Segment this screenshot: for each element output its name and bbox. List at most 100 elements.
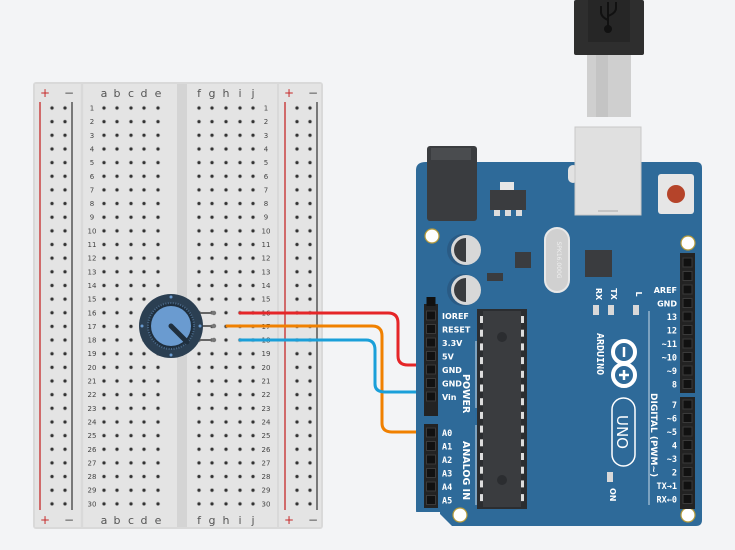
hole-center (142, 243, 146, 246)
usb-cable[interactable] (574, 0, 644, 117)
digital-pin[interactable] (682, 271, 693, 281)
rail-hole-center (295, 188, 299, 192)
digital-pin[interactable] (682, 399, 693, 410)
power-pin[interactable] (426, 378, 436, 388)
digital-pin[interactable] (682, 284, 693, 295)
power-pin[interactable] (426, 310, 436, 321)
dc-power-jack[interactable] (427, 146, 477, 221)
rail-hole-center (50, 174, 54, 178)
power-pin[interactable] (426, 324, 436, 334)
analog-pin[interactable] (426, 427, 436, 438)
hole-center (251, 488, 255, 492)
digital-pin[interactable] (682, 338, 693, 349)
rail-minus-label: − (64, 513, 74, 527)
digital-pin[interactable] (682, 325, 693, 335)
wire-5v[interactable] (238, 311, 434, 367)
power-pin[interactable] (426, 351, 436, 361)
row-number: 23 (88, 405, 97, 413)
hole-center (251, 475, 255, 479)
row-number: 26 (88, 446, 97, 454)
hole-center (142, 120, 146, 124)
rail-hole-center (295, 229, 299, 233)
hole-center (156, 188, 160, 192)
hole-center (142, 106, 146, 110)
chip-pins (480, 316, 524, 502)
analog-pin[interactable] (426, 468, 436, 478)
digital-pin[interactable] (682, 365, 693, 376)
rail-hole-center (50, 229, 54, 233)
digital-pin[interactable] (682, 453, 693, 464)
digital-pin[interactable] (682, 257, 693, 268)
analog-pin[interactable] (426, 454, 436, 465)
rail-hole-center (50, 447, 54, 451)
hole-center (238, 365, 242, 369)
hole-center (129, 133, 133, 137)
hole-center (197, 174, 201, 178)
crystal-label: SPK16.000G (555, 241, 562, 278)
arduino-uno[interactable]: SPK16.000G RX TX L ON ARDUINO UNO (416, 126, 702, 526)
digital-pin[interactable] (682, 379, 693, 389)
digital-pin[interactable] (682, 480, 693, 491)
digital-pin[interactable] (682, 494, 693, 504)
chip-dot (497, 475, 507, 485)
hole-center (224, 311, 228, 315)
reset-button[interactable] (667, 185, 685, 203)
digital-pin[interactable] (682, 426, 693, 437)
wire-a0[interactable] (225, 324, 434, 434)
analog-pin[interactable] (426, 495, 436, 505)
hole-center (102, 365, 106, 369)
power-pin[interactable] (426, 297, 436, 306)
usb-port[interactable] (574, 126, 642, 216)
chip-pin (480, 480, 483, 488)
hole-center (224, 406, 228, 410)
analog-pin-label: A3 (442, 470, 452, 480)
hole-center (224, 488, 228, 492)
power-pin[interactable] (426, 364, 436, 375)
digital-pin[interactable] (682, 298, 693, 308)
row-number: 30 (262, 500, 271, 508)
rail-hole-center (50, 352, 54, 356)
analog-pin[interactable] (426, 481, 436, 492)
hole-center (156, 270, 160, 274)
digital-pin[interactable] (682, 440, 693, 450)
hole-center (224, 120, 228, 124)
hole-center (197, 161, 201, 165)
rail-hole-center (308, 488, 312, 492)
column-label: d (141, 514, 148, 527)
hole-center (197, 243, 201, 246)
analog-pin[interactable] (426, 441, 436, 451)
row-number: 1 (90, 105, 94, 113)
hole-center (210, 393, 214, 397)
rail-hole-center (50, 311, 54, 315)
wire-gnd[interactable] (238, 338, 434, 394)
rail-hole-center (50, 393, 54, 397)
rail-hole-center (50, 475, 54, 479)
mounting-hole (424, 228, 440, 244)
hole-center (142, 352, 146, 356)
mounting-hole (680, 235, 696, 251)
header-pins (426, 257, 693, 505)
digital-pin[interactable] (682, 467, 693, 477)
hole-center (129, 106, 133, 110)
chip-pin (521, 343, 524, 351)
digital-pin[interactable] (682, 311, 693, 322)
digital-pin[interactable] (682, 413, 693, 423)
power-pin[interactable] (426, 391, 436, 402)
chip-pin (521, 384, 524, 392)
rail-hole-center (308, 352, 312, 356)
hole-center (210, 270, 214, 274)
hole-center (210, 188, 214, 192)
hole-center (142, 461, 146, 465)
potentiometer[interactable] (139, 294, 217, 358)
hole-center (156, 406, 160, 410)
row-number: 6 (264, 173, 269, 181)
hole-center (238, 215, 242, 219)
rail-hole-center (308, 406, 312, 410)
row-number: 20 (262, 364, 271, 372)
hole-center (251, 461, 255, 465)
power-pin[interactable] (426, 337, 436, 348)
hole-center (142, 202, 146, 206)
digital-pin[interactable] (682, 352, 693, 362)
